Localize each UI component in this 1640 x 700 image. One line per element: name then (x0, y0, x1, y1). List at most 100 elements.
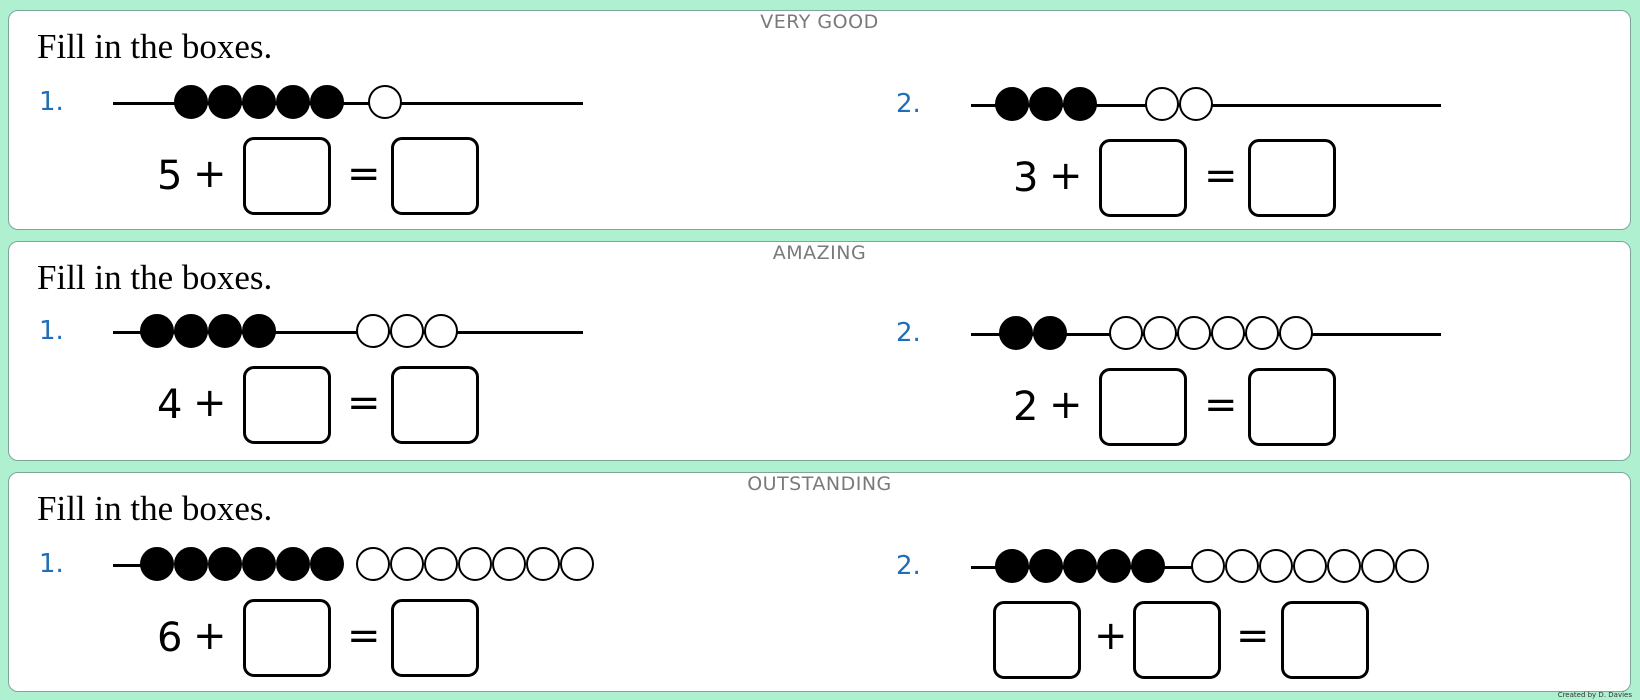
bead-filled (995, 549, 1029, 583)
bead-filled (208, 547, 242, 581)
level-label: VERY GOOD (760, 11, 879, 33)
plus-sign: + (193, 613, 227, 659)
answer-box[interactable] (1281, 601, 1369, 679)
bead-empty (1143, 316, 1177, 350)
equals-sign: = (347, 151, 381, 197)
bead-filled (174, 314, 208, 348)
bead-empty (1191, 549, 1225, 583)
answer-box[interactable] (243, 137, 331, 215)
bead-empty (560, 547, 594, 581)
question-number: 2. (896, 89, 921, 119)
bead-empty (1177, 316, 1211, 350)
plus-sign: + (1049, 153, 1083, 199)
bead-filled (310, 85, 344, 119)
bead-empty (492, 547, 526, 581)
question-number: 2. (896, 551, 921, 581)
bead-empty (1109, 316, 1143, 350)
bead-filled (208, 85, 242, 119)
bead-empty (1245, 316, 1279, 350)
bead-filled (1131, 549, 1165, 583)
bead-empty (458, 547, 492, 581)
bead-filled (174, 547, 208, 581)
equals-sign: = (1204, 382, 1238, 428)
instruction-text: Fill in the boxes. (37, 27, 273, 66)
given-number: 6 (157, 615, 183, 661)
bead-filled (999, 316, 1033, 350)
answer-box[interactable] (391, 137, 479, 215)
bead-filled (242, 314, 276, 348)
worksheet-section-very-good: VERY GOOD Fill in the boxes. 1. 5 + = 2.… (8, 10, 1631, 230)
bead-empty (1293, 549, 1327, 583)
bead-filled (310, 547, 344, 581)
answer-box[interactable] (993, 601, 1081, 679)
answer-box[interactable] (1133, 601, 1221, 679)
bead-empty (1279, 316, 1313, 350)
worksheet-section-amazing: AMAZING Fill in the boxes. 1. 4 + = 2. 2… (8, 241, 1631, 461)
bead-filled (242, 85, 276, 119)
bead-empty (390, 314, 424, 348)
equals-sign: = (347, 613, 381, 659)
answer-box[interactable] (1248, 139, 1336, 217)
bead-empty (368, 85, 402, 119)
bead-filled (242, 547, 276, 581)
given-number: 2 (1013, 384, 1039, 430)
bead-filled (174, 85, 208, 119)
bead-empty (424, 547, 458, 581)
bead-filled (276, 547, 310, 581)
instruction-text: Fill in the boxes. (37, 489, 273, 528)
question-number: 1. (39, 549, 64, 579)
bead-filled (1029, 549, 1063, 583)
bead-filled (1063, 549, 1097, 583)
plus-sign: + (193, 380, 227, 426)
question-number: 1. (39, 316, 64, 346)
bead-empty (1179, 87, 1213, 121)
worksheet-section-outstanding: OUTSTANDING Fill in the boxes. 1. 6 + = … (8, 472, 1631, 692)
answer-box[interactable] (1099, 139, 1187, 217)
bead-empty (424, 314, 458, 348)
bead-filled (208, 314, 242, 348)
bead-filled (995, 87, 1029, 121)
credit-text: Created by D. Davies (1557, 691, 1632, 699)
bead-filled (1097, 549, 1131, 583)
bead-empty (356, 547, 390, 581)
bead-string-line (113, 564, 153, 567)
bead-empty (390, 547, 424, 581)
bead-empty (1145, 87, 1179, 121)
given-number: 4 (157, 382, 183, 428)
answer-box[interactable] (1099, 368, 1187, 446)
answer-box[interactable] (243, 599, 331, 677)
bead-empty (356, 314, 390, 348)
given-number: 3 (1013, 155, 1039, 201)
equals-sign: = (347, 380, 381, 426)
bead-empty (1395, 549, 1429, 583)
question-number: 2. (896, 318, 921, 348)
bead-empty (1211, 316, 1245, 350)
bead-filled (1033, 316, 1067, 350)
level-label: AMAZING (772, 242, 867, 264)
instruction-text: Fill in the boxes. (37, 258, 273, 297)
plus-sign: + (1094, 613, 1128, 659)
bead-empty (1327, 549, 1361, 583)
bead-filled (140, 314, 174, 348)
bead-empty (1259, 549, 1293, 583)
bead-empty (1225, 549, 1259, 583)
bead-empty (526, 547, 560, 581)
plus-sign: + (1049, 382, 1083, 428)
question-number: 1. (39, 87, 64, 117)
bead-filled (1063, 87, 1097, 121)
bead-filled (1029, 87, 1063, 121)
answer-box[interactable] (1248, 368, 1336, 446)
bead-string-line (113, 331, 583, 334)
answer-box[interactable] (243, 366, 331, 444)
equals-sign: = (1236, 613, 1270, 659)
equals-sign: = (1204, 153, 1238, 199)
answer-box[interactable] (391, 366, 479, 444)
bead-empty (1361, 549, 1395, 583)
bead-filled (276, 85, 310, 119)
answer-box[interactable] (391, 599, 479, 677)
given-number: 5 (157, 153, 183, 199)
level-label: OUTSTANDING (747, 473, 892, 495)
bead-string-line (113, 102, 583, 105)
plus-sign: + (193, 151, 227, 197)
bead-filled (140, 547, 174, 581)
